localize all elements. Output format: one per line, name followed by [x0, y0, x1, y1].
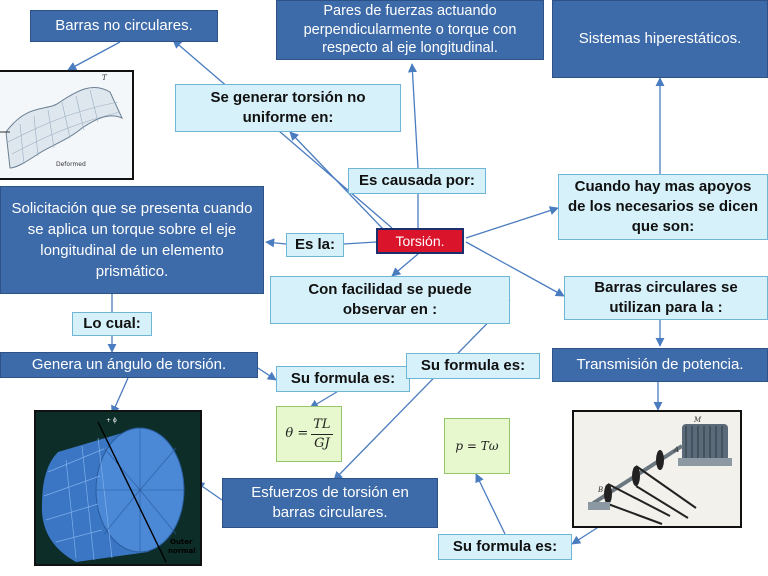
image-twisted-bar: Deformed T [0, 70, 134, 180]
node-es-la: Es la: [286, 233, 344, 257]
formula-theta-numerator: TL [311, 416, 333, 435]
node-con-facilidad: Con facilidad se puede observar en : [270, 276, 510, 324]
formula-power: p = Tω [444, 418, 510, 474]
arrow-torsion-barrasnc [172, 39, 393, 229]
arrow-formula1-theta [309, 389, 341, 409]
node-su-formula-3: Su formula es: [438, 534, 572, 560]
node-genera-angulo: Genera un ángulo de torsión. [0, 352, 258, 378]
image-motor-shaft: M A B [572, 410, 742, 528]
node-torsion-central: Torsión. [376, 228, 464, 254]
node-su-formula-2: Su formula es: [406, 353, 540, 379]
arrow-torsion-esla [343, 241, 377, 245]
arrow-torsion-apoyos [465, 206, 559, 239]
formula-theta-denominator: GJ [314, 435, 330, 451]
arrow-barrasnc-img [67, 41, 121, 71]
motor-label-a: A [673, 446, 679, 454]
arrow-causada-pares [407, 63, 419, 169]
node-transmision-potencia: Transmisión de potencia. [552, 348, 768, 382]
node-su-formula-1: Su formula es: [276, 366, 410, 392]
node-pares-fuerzas: Pares de fuerzas actuando perpendicularm… [276, 0, 544, 60]
phi-label: + ϕ [106, 417, 117, 424]
svg-text:T: T [102, 74, 108, 82]
node-sistemas-hiperestaticos: Sistemas hiperestáticos. [552, 0, 768, 78]
node-barras-no-circulares: Barras no circulares. [30, 10, 218, 42]
node-lo-cual: Lo cual: [72, 312, 152, 336]
arrow-genera-cylinder [111, 377, 129, 415]
node-torsion-no-uniforme: Se generar torsión no uniforme en: [175, 84, 401, 132]
image-twisted-cylinder: + ϕ Outer normal [34, 410, 202, 566]
node-esfuerzos-torsion: Esfuerzos de torsión en barras circulare… [222, 478, 438, 528]
node-barras-circulares: Barras circulares se utilizan para la : [564, 276, 768, 320]
node-es-causada-por: Es causada por: [348, 168, 486, 194]
svg-text:normal: normal [168, 547, 196, 555]
arrow-torsion-facilidad [391, 253, 419, 277]
svg-text:Outer: Outer [170, 538, 193, 546]
formula-theta: θ = TL GJ [276, 406, 342, 462]
node-cuando-hay-apoyos: Cuando hay mas apoyos de los necesarios … [558, 174, 768, 240]
arrow-genera-formula1 [257, 367, 277, 381]
deformed-label: Deformed [56, 161, 86, 168]
node-solicitacion: Solicitación que se presenta cuando se a… [0, 186, 264, 294]
arrow-esla-solicitacion [265, 238, 287, 248]
arrow-formula3-power [475, 473, 506, 535]
motor-label-m: M [693, 416, 702, 424]
motor-label-b: B [597, 486, 603, 494]
arrow-facilidad-esfuerzos [333, 299, 511, 481]
arrow-motor-formula3 [571, 525, 601, 545]
formula-theta-lhs: θ = [285, 426, 309, 442]
arrow-torsion-bcirc [465, 241, 565, 297]
